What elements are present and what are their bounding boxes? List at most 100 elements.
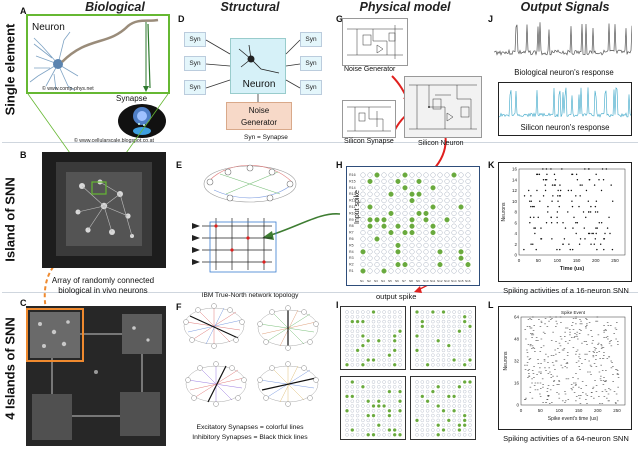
island-grid-node bbox=[387, 404, 392, 408]
grid-node bbox=[423, 268, 429, 274]
island-grid-node bbox=[361, 363, 365, 367]
grid-node bbox=[458, 172, 464, 178]
spike-dot bbox=[540, 238, 542, 240]
island-grid-node bbox=[393, 343, 397, 348]
island-grid-node bbox=[463, 334, 467, 338]
grid-col-label: N2 bbox=[367, 279, 371, 283]
island-grid-node bbox=[436, 310, 440, 314]
grid-node bbox=[430, 236, 436, 242]
grid-node bbox=[444, 172, 450, 178]
grid-node bbox=[395, 236, 401, 242]
raster-64-xtick: 150 bbox=[575, 408, 583, 413]
island-grid-node bbox=[377, 339, 381, 343]
grid-node bbox=[416, 255, 422, 261]
spike-dot bbox=[571, 173, 574, 176]
island-grid-node bbox=[420, 404, 425, 408]
spike-dot bbox=[527, 189, 530, 192]
grid-node bbox=[395, 255, 401, 261]
grid-node bbox=[430, 230, 436, 236]
grid-node bbox=[388, 268, 394, 274]
island-grid-node bbox=[431, 329, 435, 333]
spike-dot bbox=[533, 205, 535, 208]
island-grid-node bbox=[463, 413, 467, 418]
spike-dot bbox=[559, 195, 561, 197]
spike-dot bbox=[595, 227, 597, 229]
island-grid-node bbox=[371, 418, 376, 423]
island-grid-node bbox=[398, 404, 402, 408]
island-grid-node bbox=[436, 319, 440, 324]
island-grid-node bbox=[415, 353, 419, 357]
island-grid-node bbox=[387, 324, 392, 329]
grid-node bbox=[381, 172, 387, 178]
island-grid-node bbox=[387, 329, 392, 333]
raster-16-xtick: 150 bbox=[573, 258, 581, 263]
grid-node bbox=[381, 217, 387, 223]
grid-node bbox=[388, 217, 394, 223]
island-grid-node bbox=[436, 339, 440, 343]
spike-dot bbox=[611, 248, 614, 251]
grid-node bbox=[374, 242, 380, 248]
island-grid-node bbox=[452, 389, 456, 394]
synapse-label: Synapse bbox=[116, 94, 148, 103]
grid-col-label: N4 bbox=[381, 279, 385, 283]
raster-16-ytick: 10 bbox=[512, 199, 518, 204]
island-grid-node bbox=[431, 334, 435, 338]
grid-node bbox=[416, 242, 422, 248]
grid-node bbox=[374, 262, 380, 268]
raster-16-xtick: 50 bbox=[536, 258, 542, 263]
spike-dot bbox=[575, 173, 578, 176]
island-grid-node bbox=[468, 418, 472, 423]
grid-node bbox=[465, 217, 471, 223]
island-grid-node bbox=[366, 358, 370, 362]
grid-node bbox=[465, 198, 471, 204]
island-grid-node bbox=[415, 358, 419, 362]
island-grid-node bbox=[436, 399, 440, 403]
grid-node bbox=[367, 178, 373, 184]
island-grid-node bbox=[452, 409, 456, 413]
grid-col-label: N5 bbox=[388, 279, 392, 283]
spike-dot bbox=[594, 238, 597, 240]
grid-node bbox=[367, 217, 373, 223]
island-grid-node bbox=[361, 343, 365, 348]
island-grid-node bbox=[366, 428, 370, 432]
spike-dot bbox=[554, 179, 557, 181]
grid-node bbox=[381, 191, 387, 197]
island-grid-node bbox=[415, 343, 419, 348]
island-grid-node bbox=[345, 348, 349, 353]
grid-node bbox=[395, 185, 401, 191]
island-grid-node bbox=[447, 310, 451, 314]
grid-node bbox=[416, 262, 422, 268]
silicon-neuron-label: Silicon Neuron bbox=[418, 140, 464, 147]
grid-node bbox=[458, 198, 464, 204]
spike-dot bbox=[545, 168, 548, 170]
grid-node bbox=[416, 268, 422, 274]
grid-node bbox=[416, 249, 422, 255]
grid-node bbox=[402, 230, 408, 236]
grid-node bbox=[374, 191, 380, 197]
grid-node bbox=[444, 268, 450, 274]
island-grid-node bbox=[420, 339, 425, 343]
raster-64-xtick: 100 bbox=[556, 408, 564, 413]
island-grid-node bbox=[452, 428, 456, 432]
island-grid-node bbox=[387, 413, 392, 418]
island-grid-node bbox=[431, 404, 435, 408]
spike-dot bbox=[563, 238, 566, 240]
island-grid-node bbox=[398, 399, 402, 403]
island-grid-node bbox=[345, 428, 349, 432]
island-grid-node bbox=[345, 343, 349, 348]
grid-node bbox=[388, 191, 394, 197]
grid-row-label: R16 bbox=[349, 173, 356, 177]
island-grid-node bbox=[387, 399, 392, 403]
island-grid-node bbox=[371, 353, 376, 357]
island-grid-node bbox=[441, 315, 446, 319]
island-grid-node bbox=[393, 385, 397, 389]
island-grid-node bbox=[350, 334, 355, 338]
spike-dot bbox=[533, 216, 535, 219]
island-grid-node bbox=[452, 423, 456, 427]
panel-label-a: A bbox=[20, 6, 27, 16]
island-grid-node bbox=[425, 385, 430, 389]
spike-dot bbox=[550, 222, 553, 224]
column-heading-output: Output Signals bbox=[520, 0, 610, 14]
spike-dot bbox=[537, 216, 539, 219]
grid-node bbox=[444, 223, 450, 229]
